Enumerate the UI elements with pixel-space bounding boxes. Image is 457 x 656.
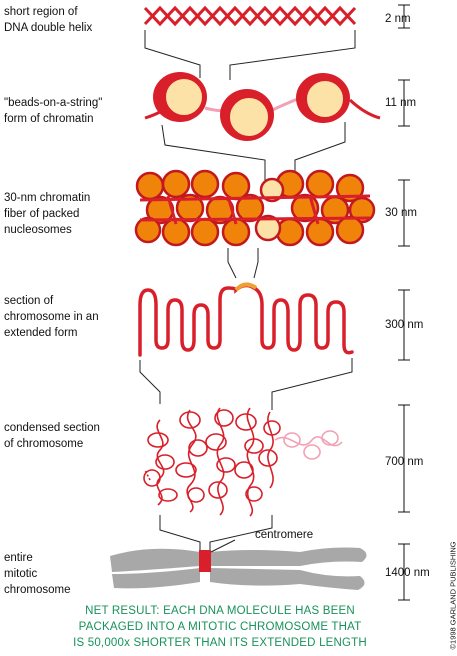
- dim-1400nm: 1400 nm: [385, 567, 430, 579]
- label-condensed: condensed section of chromosome: [4, 422, 100, 450]
- dim-300nm: 300 nm: [385, 319, 424, 331]
- dimension-markers: [398, 4, 410, 601]
- 30nm-fiber: [134, 169, 376, 247]
- centromere-band: [199, 550, 211, 572]
- label-beads: "beads-on-a-string" form of chromatin: [4, 97, 103, 125]
- mitotic-chromosome: [110, 539, 367, 590]
- label-extended: section of chromosome in an extended for…: [4, 295, 99, 339]
- connector-lines-5: [159, 515, 273, 550]
- nucleosome-bead: [296, 73, 350, 123]
- dim-700nm: 700 nm: [385, 456, 424, 468]
- beads-on-a-string: [144, 72, 381, 141]
- label-dna-helix: short region of DNA double helix: [4, 6, 93, 34]
- condensed-section-tail: [274, 430, 343, 460]
- label-30nm-fiber: 30-nm chromatin fiber of packed nucleoso…: [4, 192, 91, 236]
- copyright-notice: ©1998 GARLAND PUBLISHING: [448, 541, 457, 650]
- centromere-label: centromere: [255, 529, 314, 541]
- connector-lines-4: [139, 358, 353, 410]
- connector-lines-2: [161, 122, 346, 180]
- nucleosome-bead: [220, 89, 274, 141]
- condensed-section: [143, 407, 281, 517]
- extended-chromosome: [138, 282, 354, 357]
- dim-2nm: 2 nm: [385, 13, 411, 25]
- connector-lines-3: [227, 248, 259, 279]
- dim-11nm: 11 nm: [385, 97, 417, 109]
- label-mitotic: entire mitotic chromosome: [4, 552, 71, 596]
- nucleosome-bead: [153, 72, 207, 122]
- dim-30nm: 30 nm: [385, 207, 417, 219]
- dna-double-helix: [143, 5, 357, 27]
- net-result-text: NET RESULT: EACH DNA MOLECULE HAS BEEN P…: [73, 605, 367, 649]
- connector-lines-1: [144, 30, 356, 80]
